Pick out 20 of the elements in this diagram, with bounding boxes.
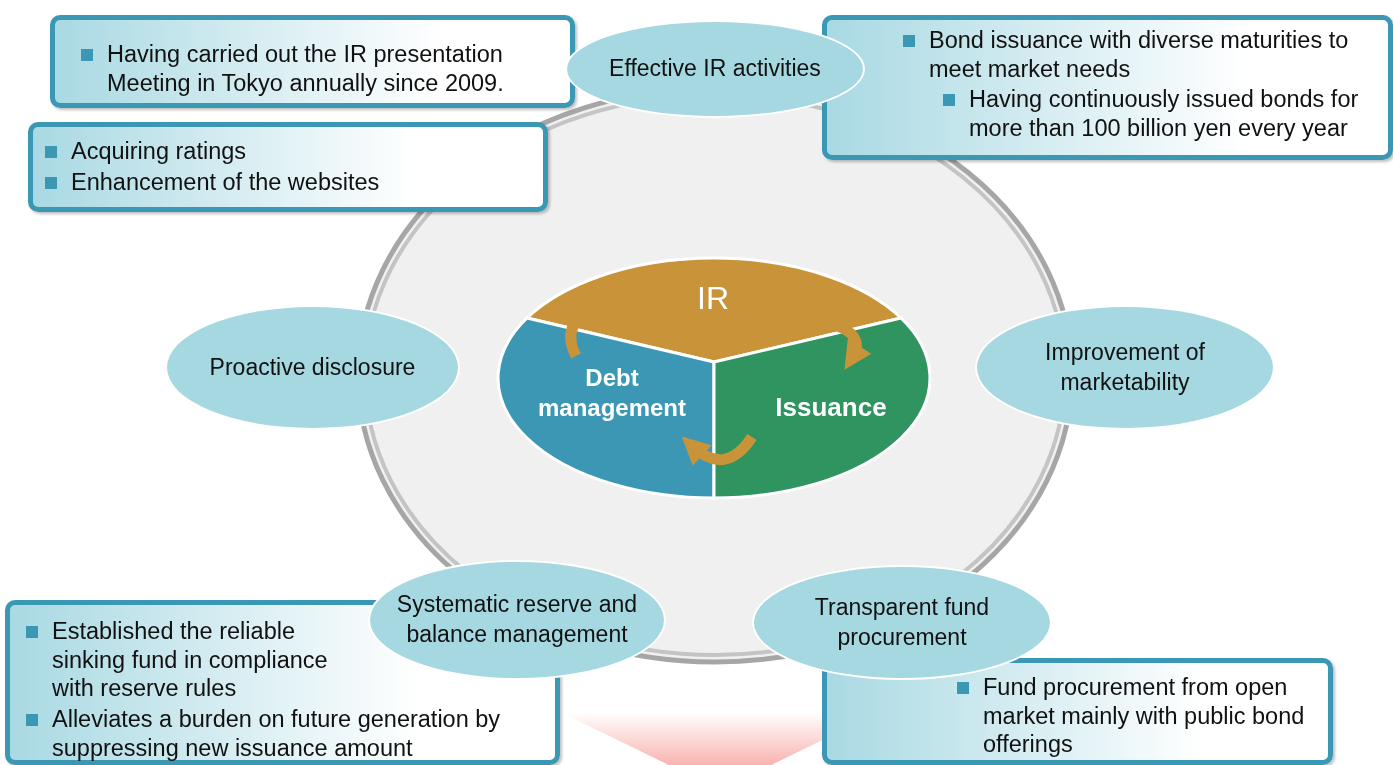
text-panel (28, 122, 548, 212)
oval-label: Transparent fund procurement (813, 592, 991, 652)
oval-label: Improvement of marketability (1044, 337, 1206, 397)
oval-label: Proactive disclosure (209, 352, 416, 382)
bullet-text: Having continuously issued bonds for more than 100 billion yen every year (969, 85, 1360, 143)
bullet-text: Established the reliable sinking fund in compliance with reserve rules (52, 617, 329, 703)
segment-label: IR (696, 279, 730, 318)
bullet-text: Enhancement of the websites (71, 167, 381, 197)
bullet-text: Alleviates a burden on future generation by suppressing new issuance amount (52, 704, 502, 763)
segment-label: Debt management (536, 363, 687, 423)
text-panel (822, 15, 1393, 160)
segment-label: Issuance (774, 390, 888, 424)
oval-label: Effective IR activities (609, 54, 821, 84)
curved-arrow (681, 433, 757, 466)
bullet-text: Bond issuance with diverse maturities to meet market needs (929, 26, 1350, 84)
bullet-text: Acquiring ratings (71, 137, 248, 166)
bullet-text: Having carried out the IR presentation Meeting in Tokyo annually since 2009. (107, 40, 505, 98)
oval-label: Systematic reserve and balance management (395, 590, 639, 649)
text-panel (50, 15, 575, 108)
bullet-text: Fund procurement from open market mainly with public bond offerings (983, 673, 1306, 759)
